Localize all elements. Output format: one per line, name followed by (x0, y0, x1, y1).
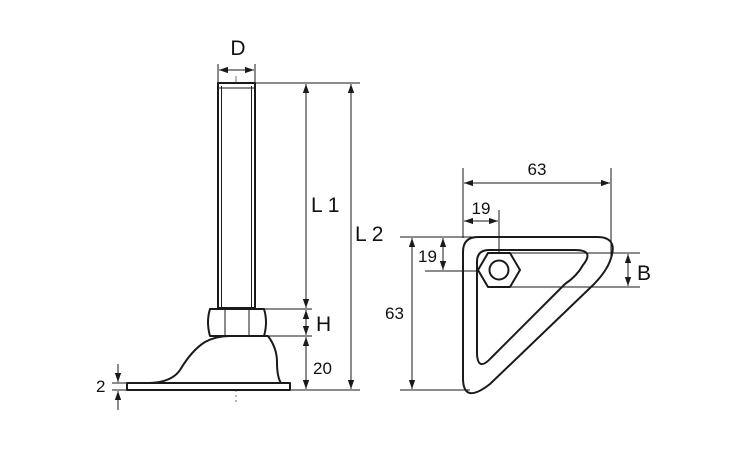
dim-hole-y: 19 (418, 238, 447, 270)
dim-l1: L 1 (302, 84, 339, 308)
threaded-bolt (217, 82, 256, 309)
label-l1: L 1 (311, 194, 339, 217)
label-19-y: 19 (418, 247, 437, 266)
label-63-height: 63 (385, 304, 404, 323)
dim-top-height: 63 (385, 238, 416, 389)
base-pad (126, 335, 291, 391)
dim-nut-size: B (511, 252, 651, 288)
dim-diameter: D (217, 37, 256, 83)
label-2: 2 (96, 377, 105, 396)
dim-nut-height: H (302, 310, 331, 336)
hex-nut (207, 308, 267, 337)
side-view: D L 1 H 20 L 2 (96, 37, 383, 410)
label-l2: L 2 (355, 223, 383, 246)
dim-hole-x: 19 (464, 199, 500, 253)
dim-base-thickness: 2 (96, 364, 127, 410)
dim-top-width: 63 (462, 160, 612, 258)
label-20: 20 (313, 359, 332, 378)
bolt-hole (488, 259, 510, 281)
label-b: B (637, 262, 651, 285)
top-view: 63 19 19 63 B (385, 160, 651, 394)
dim-l2: L 2 (347, 84, 383, 389)
label-19-x: 19 (472, 199, 491, 218)
label-h: H (316, 313, 331, 336)
dim-base-height: 20 (302, 337, 332, 389)
label-63-width: 63 (528, 160, 547, 179)
label-d: D (230, 37, 245, 60)
